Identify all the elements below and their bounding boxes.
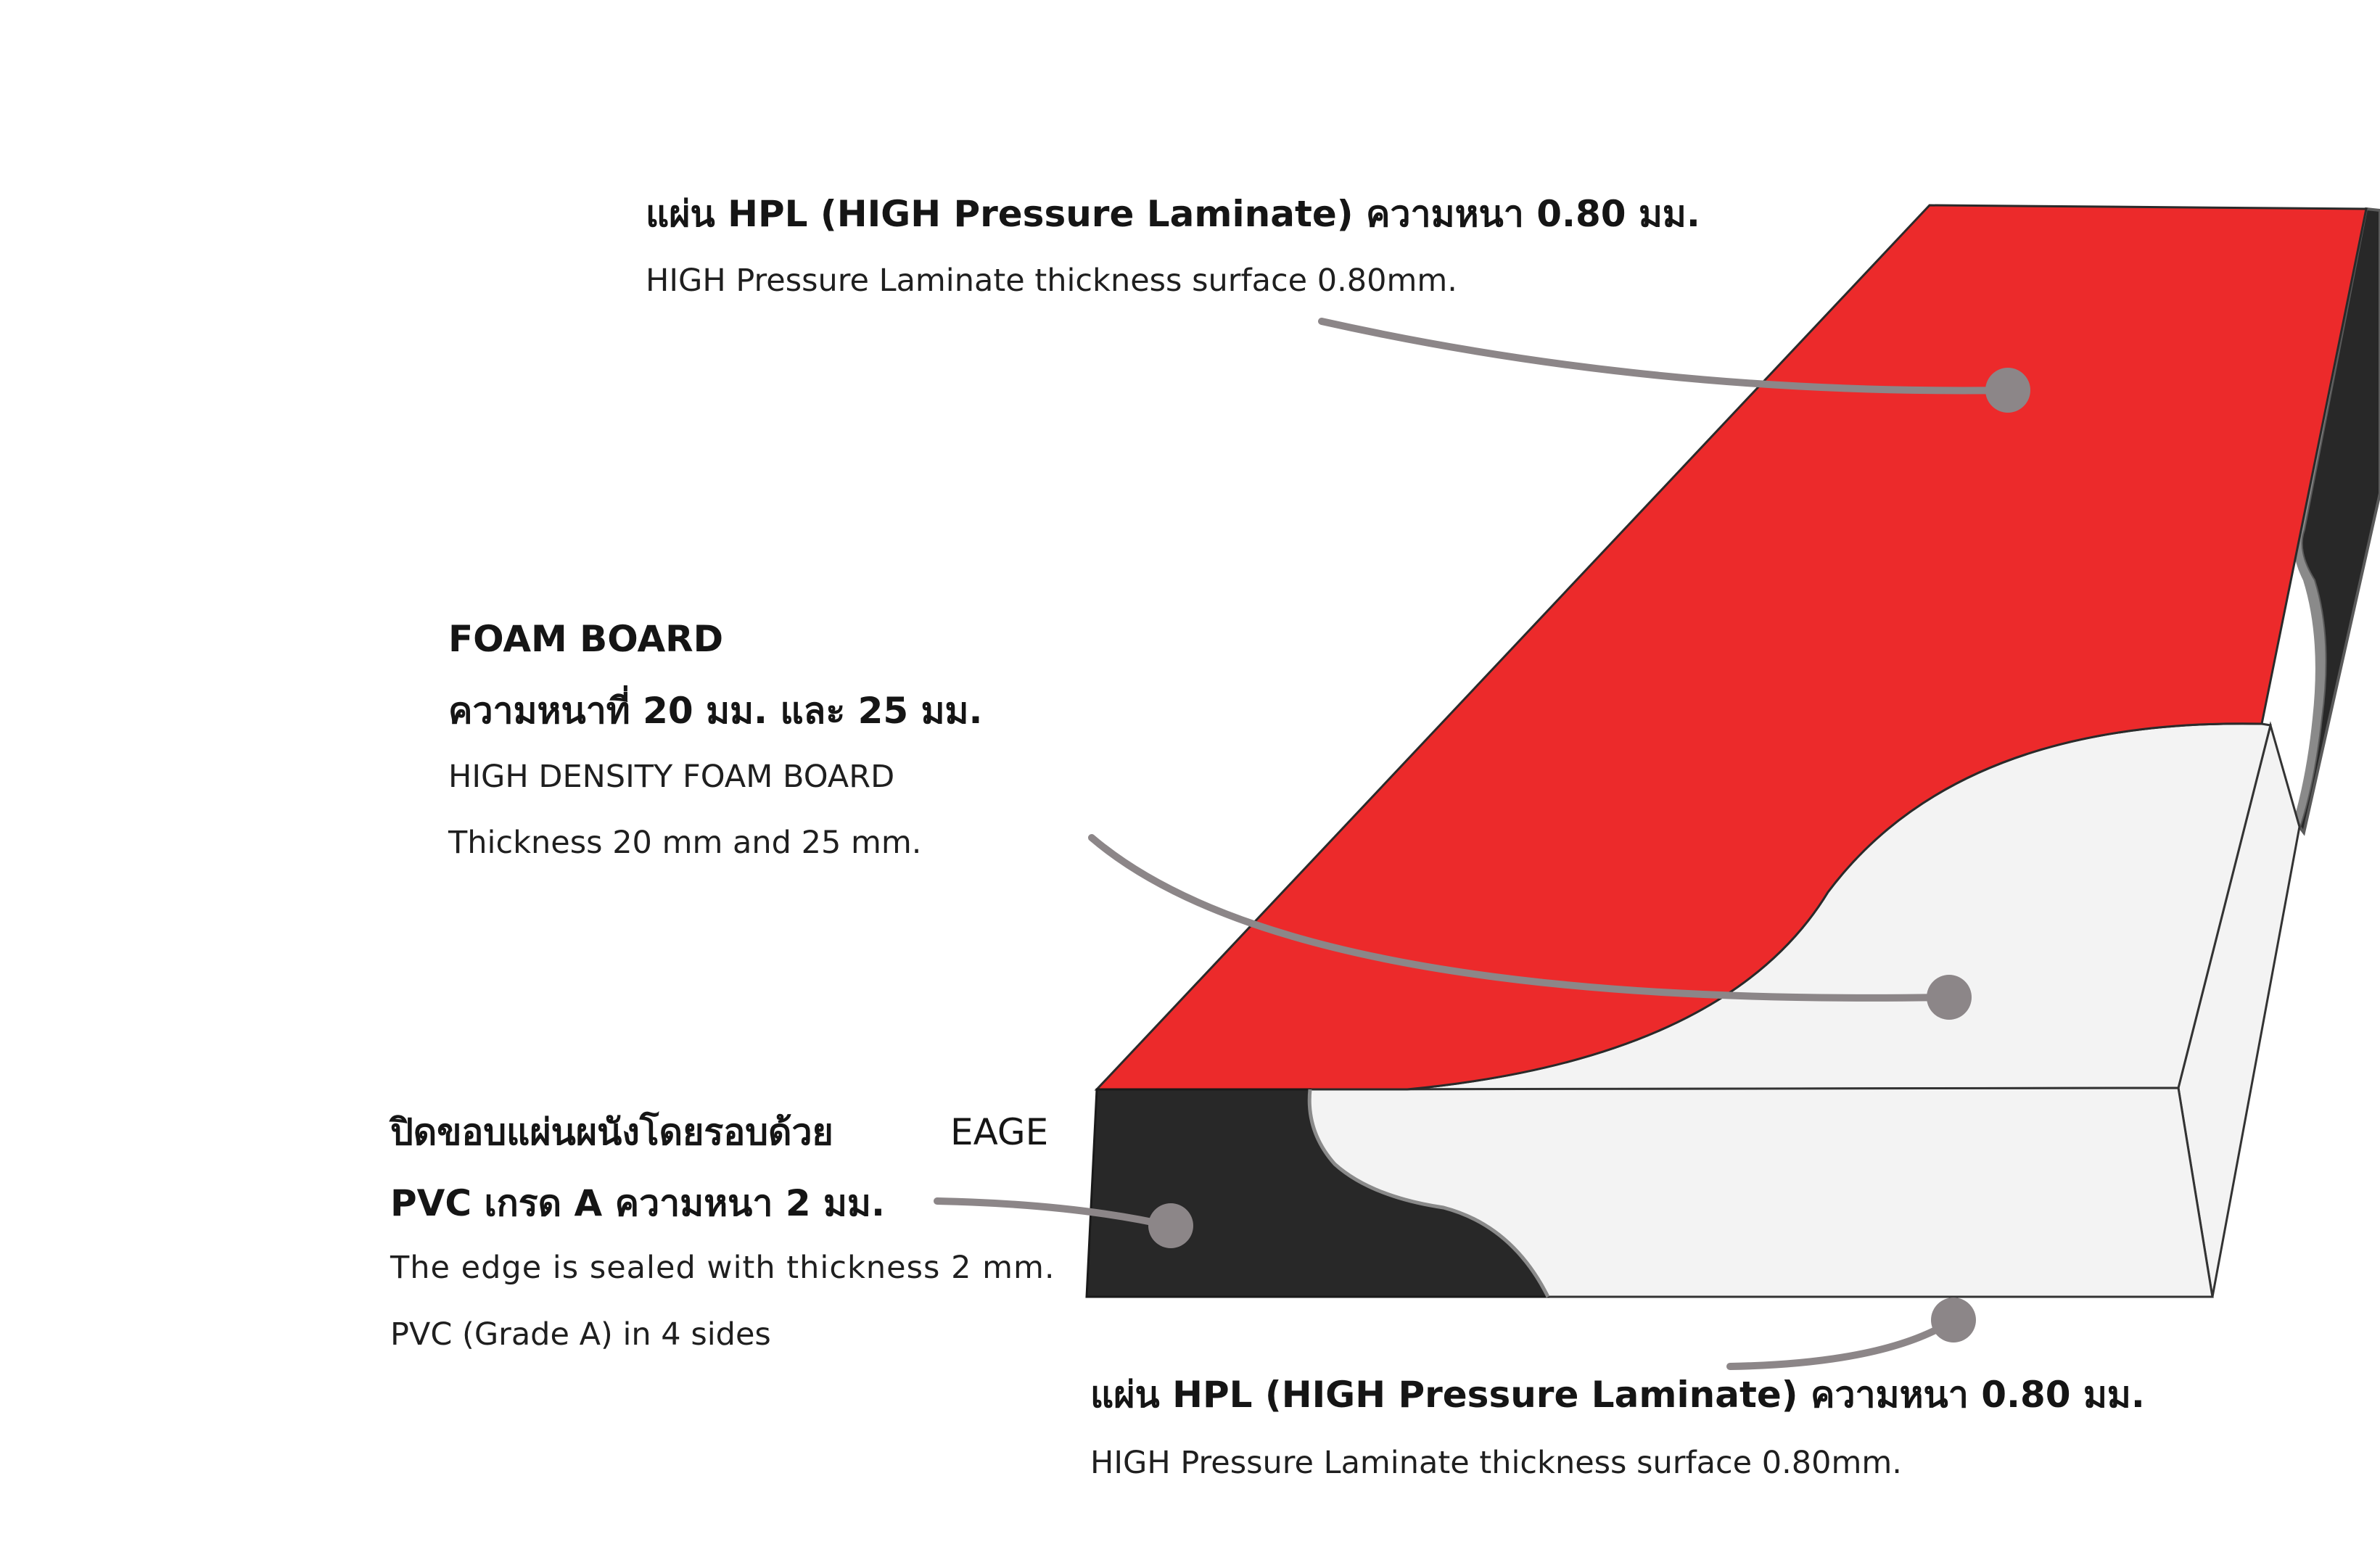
foam-title-en: FOAM BOARD (448, 618, 724, 660)
pvc-edge-highlight (1307, 1089, 1550, 1298)
foam-title-th: ความหนาที่ 20 มม. และ 25 มม. (448, 690, 983, 732)
edge-subtitle-2: PVC (Grade A) in 4 sides (390, 1316, 771, 1353)
dot-edge (1148, 1203, 1193, 1248)
top-hpl-subtitle: HIGH Pressure Laminate thickness surface… (646, 263, 1457, 299)
leader-bottom-hpl (1726, 1316, 1957, 1370)
edge-title-line1-en: EAGE (950, 1111, 1049, 1153)
leader-edge (934, 1197, 1173, 1229)
edge-title-line2: PVC เกรด A ความหนา 2 มม. (390, 1182, 885, 1224)
hpl-top-surface (1094, 204, 2368, 1091)
bottom-hpl-subtitle: HIGH Pressure Laminate thickness surface… (1090, 1445, 1902, 1481)
leader-top-hpl (1318, 318, 2012, 395)
foam-subtitle-1: HIGH DENSITY FOAM BOARD (448, 759, 895, 795)
foam-subtitle-2: Thickness 20 mm and 25 mm. (448, 825, 922, 861)
leader-foam (1088, 834, 1951, 1002)
dot-top-hpl (1985, 368, 2030, 413)
edge-title-line1-th: ปิดขอบแผ่นผนังโดยรอบด้วย (390, 1111, 833, 1153)
bottom-hpl-title: แผ่น HPL (HIGH Pressure Laminate) ความหน… (1090, 1374, 2145, 1416)
edge-subtitle-1: The edge is sealed with thickness 2 mm. (390, 1250, 1055, 1286)
dot-bottom-hpl (1931, 1298, 1976, 1342)
top-hpl-title: แผ่น HPL (HIGH Pressure Laminate) ความหน… (646, 193, 1700, 235)
leader-dots (1148, 368, 2030, 1342)
dot-foam (1927, 975, 1972, 1020)
